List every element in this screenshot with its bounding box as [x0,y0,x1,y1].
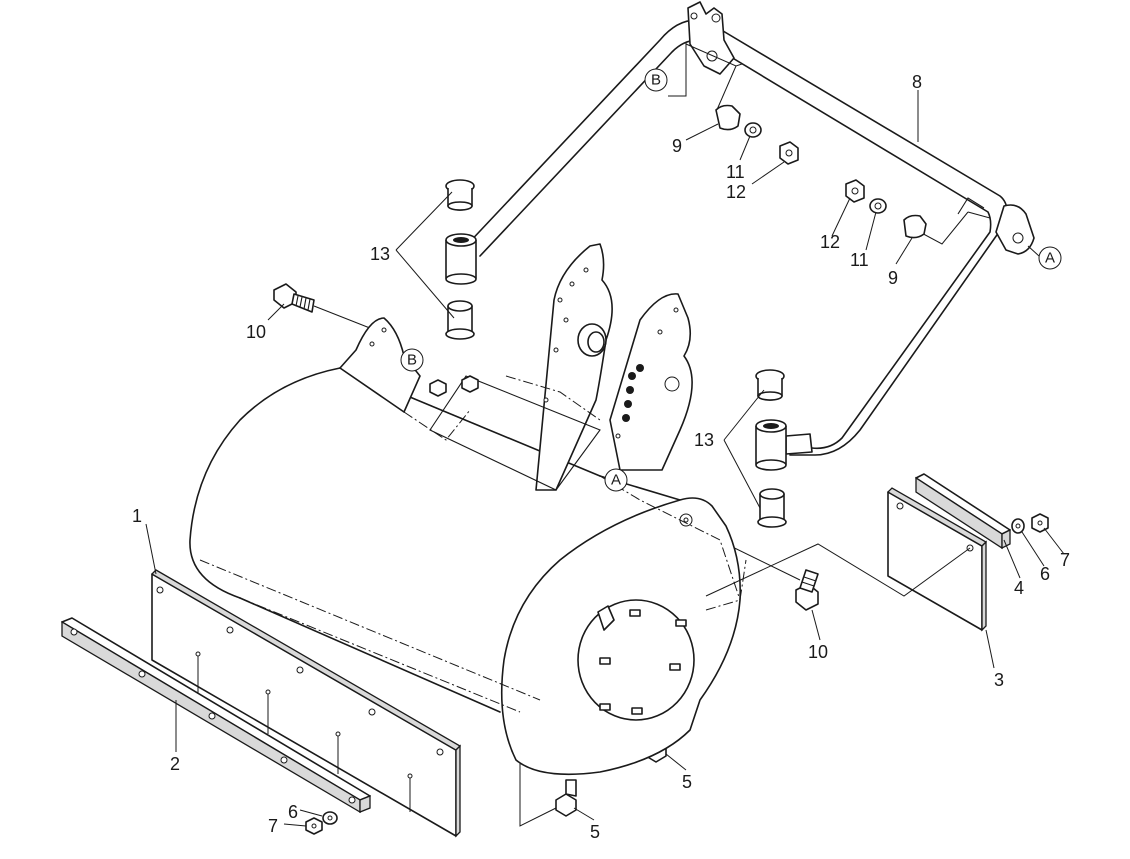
front-flap [150,569,462,838]
callout-13: 13 [370,244,390,264]
callout-9: 9 [672,136,682,156]
callout-1: 1 [132,506,142,526]
callout-10: 10 [246,322,266,342]
svg-text:A: A [611,472,621,489]
callout-13: 13 [694,430,714,450]
callout-8: 8 [912,72,922,92]
bushing-set-right [755,369,787,528]
bolt-lower [795,569,819,611]
svg-text:B: B [407,352,417,369]
svg-text:B: B [651,72,661,89]
ref-circle-b-upper: B [644,68,668,92]
callout-12: 12 [726,182,746,202]
ref-circle-b-lower: B [400,348,424,372]
callout-7: 7 [1060,550,1070,570]
ref-circle-a-lower: A [604,468,628,492]
bolt-5-left [555,779,577,817]
washer-nut-right [1011,513,1049,534]
rotor-housing [189,367,747,776]
callout-12: 12 [820,232,840,252]
spacer-washer-nut-upper [715,104,799,165]
callout-5: 5 [682,772,692,792]
callout-6: 6 [288,802,298,822]
side-strip [915,473,1011,550]
handle-frame [463,1,1035,456]
side-flap [886,487,988,632]
callout-7: 7 [268,816,278,836]
bushing-set-left [445,179,477,340]
callout-11: 11 [726,162,745,182]
mount-bracket [339,243,693,491]
callout-9: 9 [888,268,898,288]
spacer-washer-nut-lower [845,179,927,239]
ref-circle-a-upper: A [1027,245,1062,270]
callout-4: 4 [1014,578,1024,598]
callout-10: 10 [808,642,828,662]
svg-text:A: A [1045,250,1055,267]
callout-2: 2 [170,754,180,774]
callout-11: 11 [850,250,869,270]
bolt-upper [273,283,315,313]
callout-5: 5 [590,822,600,842]
washer-nut-left [305,811,338,835]
callout-3: 3 [994,670,1004,690]
retaining-strip [61,617,371,814]
callout-6: 6 [1040,564,1050,584]
